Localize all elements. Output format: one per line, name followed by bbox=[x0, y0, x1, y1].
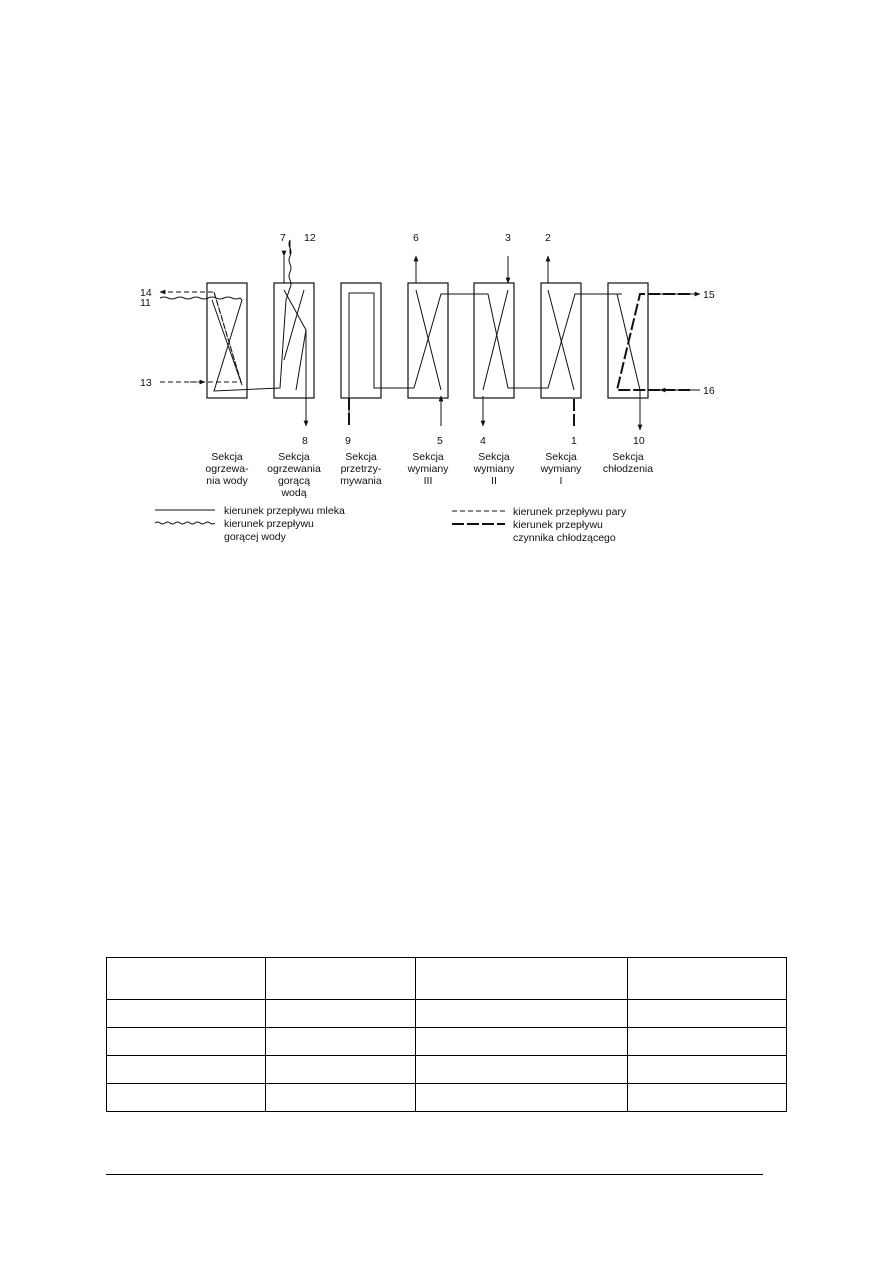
svg-text:Sekcja: Sekcja bbox=[545, 451, 577, 463]
table-row bbox=[106, 1083, 787, 1112]
empty-table bbox=[106, 957, 787, 1112]
svg-text:II: II bbox=[491, 475, 497, 487]
table-cell bbox=[627, 1083, 787, 1112]
label-6: 6 bbox=[413, 232, 419, 244]
table-cell bbox=[627, 957, 787, 1000]
label-10: 10 bbox=[633, 435, 645, 447]
table-cell bbox=[265, 999, 416, 1028]
table-cell bbox=[106, 1083, 266, 1112]
svg-text:ogrzewania: ogrzewania bbox=[267, 463, 321, 475]
legend-steam-label: kierunek przepływu pary bbox=[513, 506, 627, 518]
caption-section-5: Sekcja wymiany II bbox=[473, 451, 516, 487]
legend: kierunek przepływu mleka kierunek przepł… bbox=[154, 505, 627, 544]
table-cell bbox=[265, 1055, 416, 1084]
table-cell bbox=[415, 957, 628, 1000]
caption-section-6: Sekcja wymiany I bbox=[540, 451, 583, 487]
svg-text:chłodzenia: chłodzenia bbox=[603, 463, 653, 475]
table-row bbox=[106, 999, 787, 1028]
label-15: 15 bbox=[703, 289, 715, 301]
caption-section-1: Sekcja ogrzewa- nia wody bbox=[205, 451, 249, 487]
svg-text:nia wody: nia wody bbox=[206, 475, 248, 487]
table-cell bbox=[265, 1083, 416, 1112]
label-9: 9 bbox=[345, 435, 351, 447]
table-cell bbox=[627, 1055, 787, 1084]
label-1: 1 bbox=[571, 435, 577, 447]
label-8: 8 bbox=[302, 435, 308, 447]
svg-text:mywania: mywania bbox=[340, 475, 382, 487]
label-7: 7 bbox=[280, 232, 286, 244]
svg-text:Sekcja: Sekcja bbox=[478, 451, 510, 463]
table-cell bbox=[627, 999, 787, 1028]
legend-coolant-label-1: kierunek przepływu bbox=[513, 519, 603, 531]
caption-section-4: Sekcja wymiany III bbox=[407, 451, 450, 487]
section6-flows bbox=[545, 255, 575, 426]
svg-text:III: III bbox=[424, 475, 433, 487]
arrow-10 bbox=[616, 293, 643, 431]
table-cell bbox=[415, 1083, 628, 1112]
legend-water-label-1: kierunek przepływu bbox=[224, 518, 314, 530]
section2-flows bbox=[281, 250, 309, 427]
label-14: 14 bbox=[140, 287, 152, 299]
legend-coolant-label-2: czynnika chłodzącego bbox=[513, 532, 616, 544]
section-box-exchange-2 bbox=[473, 282, 515, 399]
svg-text:Sekcja: Sekcja bbox=[612, 451, 644, 463]
table-cell bbox=[106, 1055, 266, 1084]
svg-text:Sekcja: Sekcja bbox=[345, 451, 377, 463]
svg-text:wymiany: wymiany bbox=[540, 463, 583, 475]
svg-text:ogrzewa-: ogrzewa- bbox=[205, 463, 249, 475]
label-16: 16 bbox=[703, 385, 715, 397]
label-3: 3 bbox=[505, 232, 511, 244]
caption-section-2: Sekcja ogrzewania gorącą wodą bbox=[267, 451, 321, 499]
label-2: 2 bbox=[545, 232, 551, 244]
caption-section-3: Sekcja przetrzy- mywania bbox=[340, 451, 382, 487]
legend-milk-label: kierunek przepływu mleka bbox=[224, 505, 345, 517]
svg-text:I: I bbox=[560, 475, 563, 487]
legend-water-label-2: gorącej wody bbox=[224, 531, 287, 543]
svg-text:wodą: wodą bbox=[280, 487, 306, 499]
table-cell bbox=[415, 1027, 628, 1056]
section-box-holding bbox=[340, 282, 382, 399]
label-5: 5 bbox=[437, 435, 443, 447]
svg-text:Sekcja: Sekcja bbox=[211, 451, 243, 463]
svg-text:przetrzy-: przetrzy- bbox=[341, 463, 382, 475]
section4-flows bbox=[413, 255, 622, 426]
table-row bbox=[106, 1027, 787, 1056]
label-12: 12 bbox=[304, 232, 316, 244]
table-cell bbox=[106, 1027, 266, 1056]
svg-text:wymiany: wymiany bbox=[407, 463, 450, 475]
label-4: 4 bbox=[480, 435, 486, 447]
label-13: 13 bbox=[140, 377, 152, 389]
table-cell bbox=[106, 999, 266, 1028]
table-cell bbox=[627, 1027, 787, 1056]
table-row bbox=[106, 957, 787, 1000]
table-cell bbox=[265, 957, 416, 1000]
legend-water-swatch bbox=[154, 521, 216, 525]
table-cell bbox=[415, 999, 628, 1028]
caption-section-7: Sekcja chłodzenia bbox=[603, 451, 653, 475]
svg-text:Sekcja: Sekcja bbox=[278, 451, 310, 463]
section5-flows bbox=[480, 256, 511, 427]
label-11: 11 bbox=[140, 297, 151, 309]
hot-water-line bbox=[159, 239, 292, 392]
table-cell bbox=[415, 1055, 628, 1084]
svg-text:gorącą: gorącą bbox=[278, 475, 310, 487]
svg-text:Sekcja: Sekcja bbox=[412, 451, 444, 463]
svg-text:wymiany: wymiany bbox=[473, 463, 516, 475]
table-cell bbox=[265, 1027, 416, 1056]
section3-flows bbox=[348, 292, 414, 425]
table-row bbox=[106, 1055, 787, 1084]
table-cell bbox=[106, 957, 266, 1000]
footer-rule bbox=[106, 1174, 763, 1175]
